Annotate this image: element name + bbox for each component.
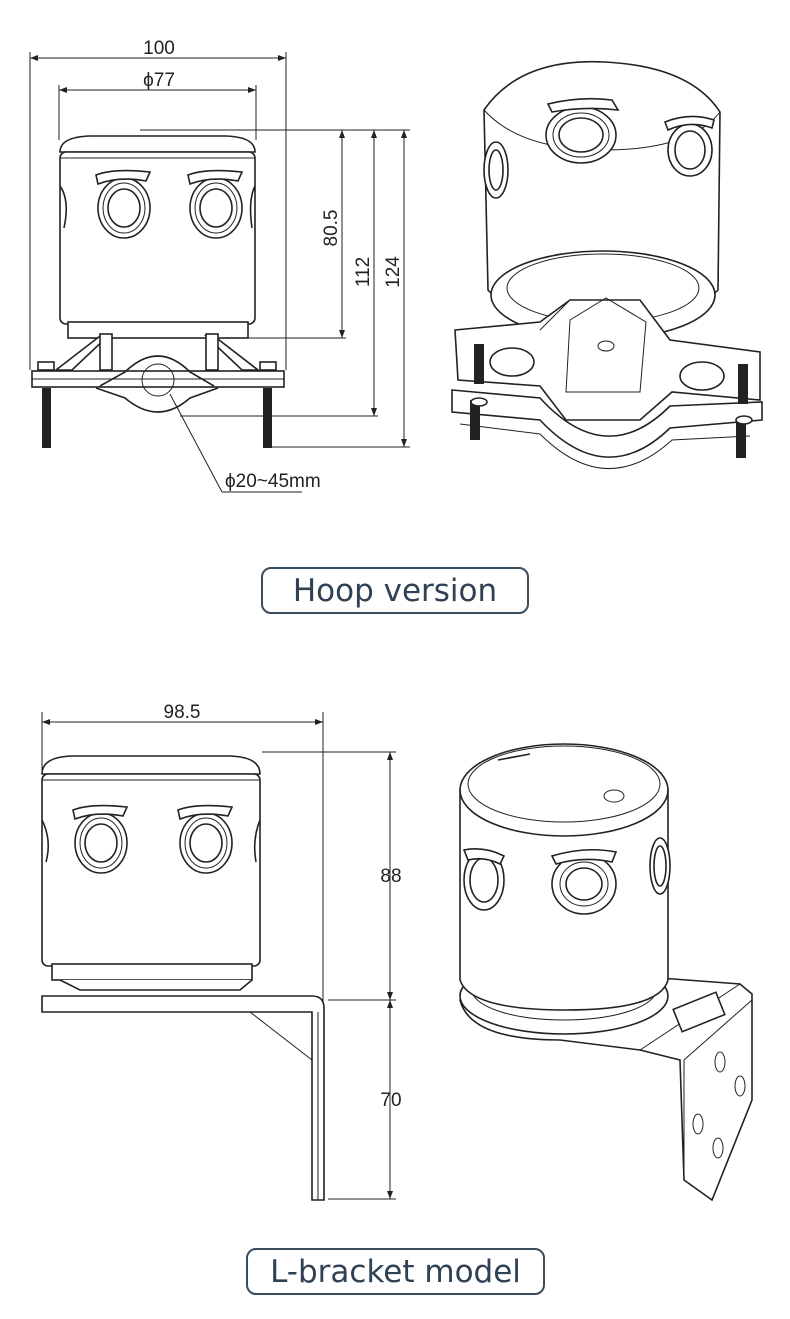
lbracket-3d-view bbox=[459, 743, 753, 1202]
hoop-body-height-label: 80.5 bbox=[321, 210, 342, 247]
hoop-version-caption: Hoop version bbox=[261, 567, 529, 614]
lbracket-body-height-label: 88 bbox=[380, 866, 401, 887]
lbracket-front-view bbox=[41, 712, 396, 1201]
hoop-3d-view bbox=[451, 60, 763, 470]
lbracket-width-label: 98.5 bbox=[164, 702, 201, 723]
lbracket-model-caption: L-bracket model bbox=[246, 1248, 545, 1295]
hoop-front-view bbox=[29, 52, 410, 493]
hoop-total-height-label: 124 bbox=[383, 256, 404, 288]
hoop-mid-height-label: 112 bbox=[353, 257, 374, 287]
hoop-width-label: 100 bbox=[143, 38, 175, 59]
hoop-pipe-range-label: ϕ20~45mm bbox=[225, 471, 321, 492]
hoop-diameter-label: ϕ77 bbox=[143, 70, 175, 91]
lbracket-bracket-height-label: 70 bbox=[380, 1090, 401, 1111]
